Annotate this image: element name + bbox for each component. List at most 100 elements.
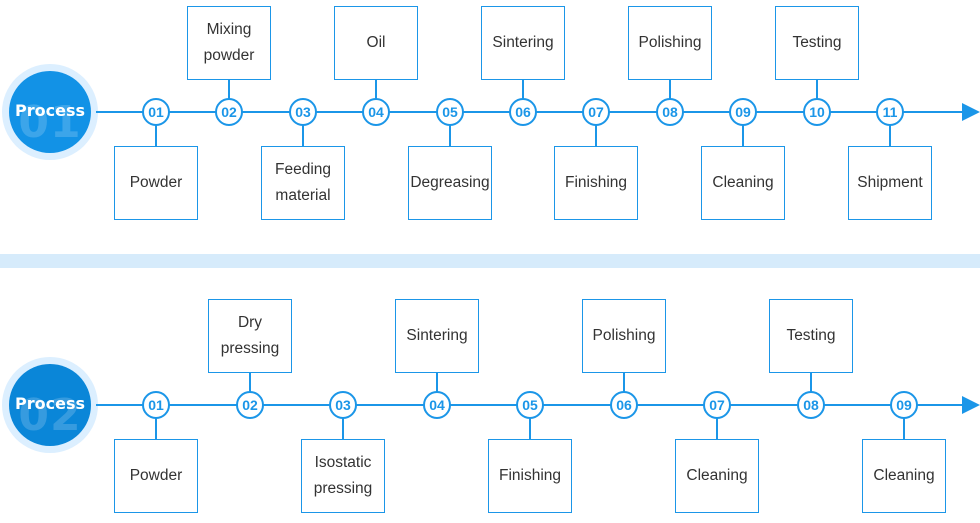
step-number-node: 02: [215, 98, 243, 126]
step-box: Cleaning: [675, 439, 759, 513]
step-box: Oil: [334, 6, 418, 80]
step-label: Degreasing: [410, 174, 490, 191]
step-number-node: 05: [436, 98, 464, 126]
step-number: 11: [882, 104, 898, 120]
step-connector: [816, 80, 818, 112]
step-connector: [155, 112, 157, 146]
step-connector: [522, 80, 524, 112]
step-number-node: 07: [582, 98, 610, 126]
step-number: 02: [242, 397, 258, 413]
step-number-node: 02: [236, 391, 264, 419]
arrow-right-icon: [962, 396, 980, 414]
step-label: Sintering: [492, 34, 554, 51]
step-box: Polishing: [582, 299, 666, 373]
step-connector: [436, 373, 438, 405]
step-number-node: 05: [516, 391, 544, 419]
step-label: Feeding material: [274, 161, 331, 204]
badge-label: Process: [15, 394, 85, 413]
step-number-node: 08: [797, 391, 825, 419]
step-connector: [669, 80, 671, 112]
step-box: Powder: [114, 439, 198, 513]
step-number: 06: [616, 397, 632, 413]
step-number: 07: [709, 397, 725, 413]
step-number: 05: [522, 397, 538, 413]
step-number-node: 03: [289, 98, 317, 126]
step-number-node: 03: [329, 391, 357, 419]
step-label: Dry pressing: [220, 314, 280, 357]
step-box: Feeding material: [261, 146, 345, 220]
step-label: Testing: [792, 34, 842, 51]
badge-label: Process: [15, 101, 85, 120]
step-box: Polishing: [628, 6, 712, 80]
step-connector: [249, 373, 251, 405]
step-label: Finishing: [564, 174, 628, 191]
step-number: 06: [515, 104, 531, 120]
step-number: 03: [295, 104, 311, 120]
step-label: Finishing: [498, 467, 562, 484]
step-number: 07: [588, 104, 604, 120]
step-connector: [342, 405, 344, 439]
step-connector: [228, 80, 230, 112]
step-number-node: 01: [142, 391, 170, 419]
step-number: 04: [368, 104, 384, 120]
step-connector: [903, 405, 905, 439]
step-number: 08: [803, 397, 819, 413]
step-connector: [623, 373, 625, 405]
step-number: 10: [809, 104, 825, 120]
step-connector: [595, 112, 597, 146]
step-label: Powder: [129, 174, 183, 191]
step-label: Powder: [129, 467, 183, 484]
badge-number: 02: [18, 390, 82, 441]
step-box: Finishing: [554, 146, 638, 220]
step-connector: [449, 112, 451, 146]
step-number: 09: [896, 397, 912, 413]
step-connector: [302, 112, 304, 146]
arrow-right-icon: [962, 103, 980, 121]
step-box: Finishing: [488, 439, 572, 513]
step-number-node: 09: [729, 98, 757, 126]
step-number-node: 01: [142, 98, 170, 126]
step-label: Polishing: [638, 34, 702, 51]
step-label: Isostatic pressing: [313, 454, 373, 497]
step-box: Dry pressing: [208, 299, 292, 373]
step-box: Isostatic pressing: [301, 439, 385, 513]
step-box: Mixing powder: [187, 6, 271, 80]
step-box: Cleaning: [862, 439, 946, 513]
step-number: 03: [335, 397, 351, 413]
step-label: Sintering: [406, 327, 468, 344]
step-label: Mixing powder: [203, 21, 255, 64]
step-label: Cleaning: [712, 174, 774, 191]
step-number: 01: [148, 397, 164, 413]
step-box: Cleaning: [701, 146, 785, 220]
step-connector: [742, 112, 744, 146]
section-divider: [0, 254, 980, 268]
step-number: 08: [662, 104, 678, 120]
step-label: Cleaning: [686, 467, 748, 484]
step-label: Oil: [366, 34, 386, 51]
step-number-node: 08: [656, 98, 684, 126]
step-label: Shipment: [857, 174, 923, 191]
step-box: Sintering: [481, 6, 565, 80]
step-box: Testing: [775, 6, 859, 80]
step-label: Cleaning: [873, 467, 935, 484]
step-number: 02: [221, 104, 237, 120]
step-connector: [889, 112, 891, 146]
process-badge: 02 Process: [2, 357, 98, 453]
step-connector: [529, 405, 531, 439]
process-badge: 01 Process: [2, 64, 98, 160]
step-connector: [155, 405, 157, 439]
step-label: Polishing: [592, 327, 656, 344]
step-box: Testing: [769, 299, 853, 373]
step-number: 05: [442, 104, 458, 120]
badge-number: 01: [18, 97, 82, 148]
step-box: Shipment: [848, 146, 932, 220]
step-number: 04: [429, 397, 445, 413]
step-number: 01: [148, 104, 164, 120]
step-number-node: 11: [876, 98, 904, 126]
step-number: 09: [735, 104, 751, 120]
step-number-node: 09: [890, 391, 918, 419]
step-connector: [716, 405, 718, 439]
step-number-node: 04: [362, 98, 390, 126]
